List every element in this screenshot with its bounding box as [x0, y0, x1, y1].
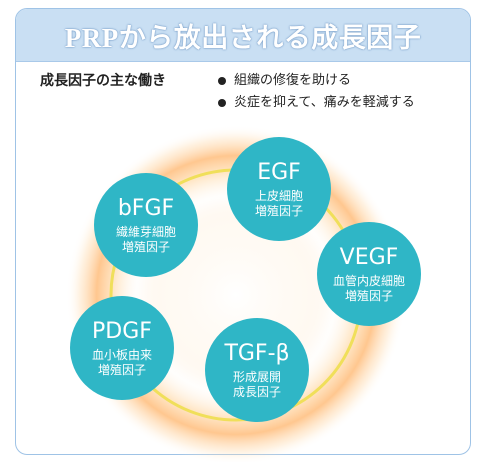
bullet-icon — [218, 99, 226, 107]
effects-list: 組織の修復を助ける 炎症を抑えて、痛みを軽減する — [218, 70, 415, 114]
node-pdgf: PDGF 血小板由来 増殖因子 — [70, 296, 174, 400]
page-title: PRPから放出される成長因子 — [64, 22, 422, 53]
node-name: EGF — [257, 159, 301, 185]
node-desc: 増殖因子 — [254, 203, 303, 218]
node-tgf-beta: TGF-β 形成展開 成長因子 — [205, 318, 309, 422]
node-desc: 増殖因子 — [121, 239, 170, 254]
node-desc: 形成展開 — [232, 369, 281, 384]
node-name: PDGF — [92, 318, 152, 344]
effects-label: 成長因子の主な働き — [40, 73, 166, 89]
node-name: VEGF — [339, 244, 399, 270]
node-name: bFGF — [117, 195, 175, 221]
header-banner: PRPから放出される成長因子 — [16, 9, 470, 62]
node-name: TGF-β — [224, 340, 290, 366]
effects-item: 組織の修復を助ける — [218, 70, 415, 92]
effects-item: 炎症を抑えて、痛みを軽減する — [218, 92, 415, 114]
effects-item-text: 組織の修復を助ける — [234, 73, 352, 88]
bullet-icon — [218, 77, 226, 85]
node-desc: 増殖因子 — [97, 362, 146, 377]
node-desc: 上皮細胞 — [254, 188, 303, 203]
node-desc: 増殖因子 — [344, 288, 393, 303]
node-bfgf: bFGF 繊維芽細胞 増殖因子 — [94, 173, 198, 277]
node-vegf: VEGF 血管内皮細胞 増殖因子 — [317, 222, 421, 326]
node-desc: 繊維芽細胞 — [115, 224, 176, 239]
node-desc: 成長因子 — [232, 384, 281, 399]
effects-item-text: 炎症を抑えて、痛みを軽減する — [234, 95, 415, 110]
node-desc: 血小板由来 — [91, 347, 152, 362]
node-egf: EGF 上皮細胞 増殖因子 — [227, 137, 331, 241]
node-desc: 血管内皮細胞 — [332, 273, 405, 288]
